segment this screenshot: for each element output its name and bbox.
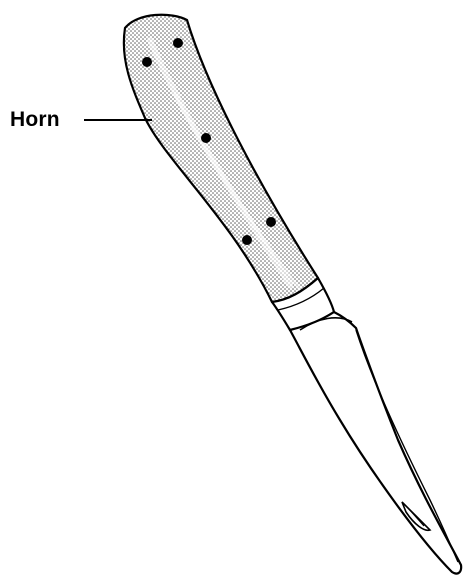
rivet bbox=[242, 235, 252, 245]
rivet bbox=[142, 57, 152, 67]
rivet bbox=[173, 38, 183, 48]
steel-blade bbox=[290, 312, 461, 574]
horn-handle bbox=[124, 15, 318, 302]
rivet bbox=[266, 217, 276, 227]
rivet bbox=[201, 133, 211, 143]
horn-label: Horn bbox=[10, 108, 60, 132]
